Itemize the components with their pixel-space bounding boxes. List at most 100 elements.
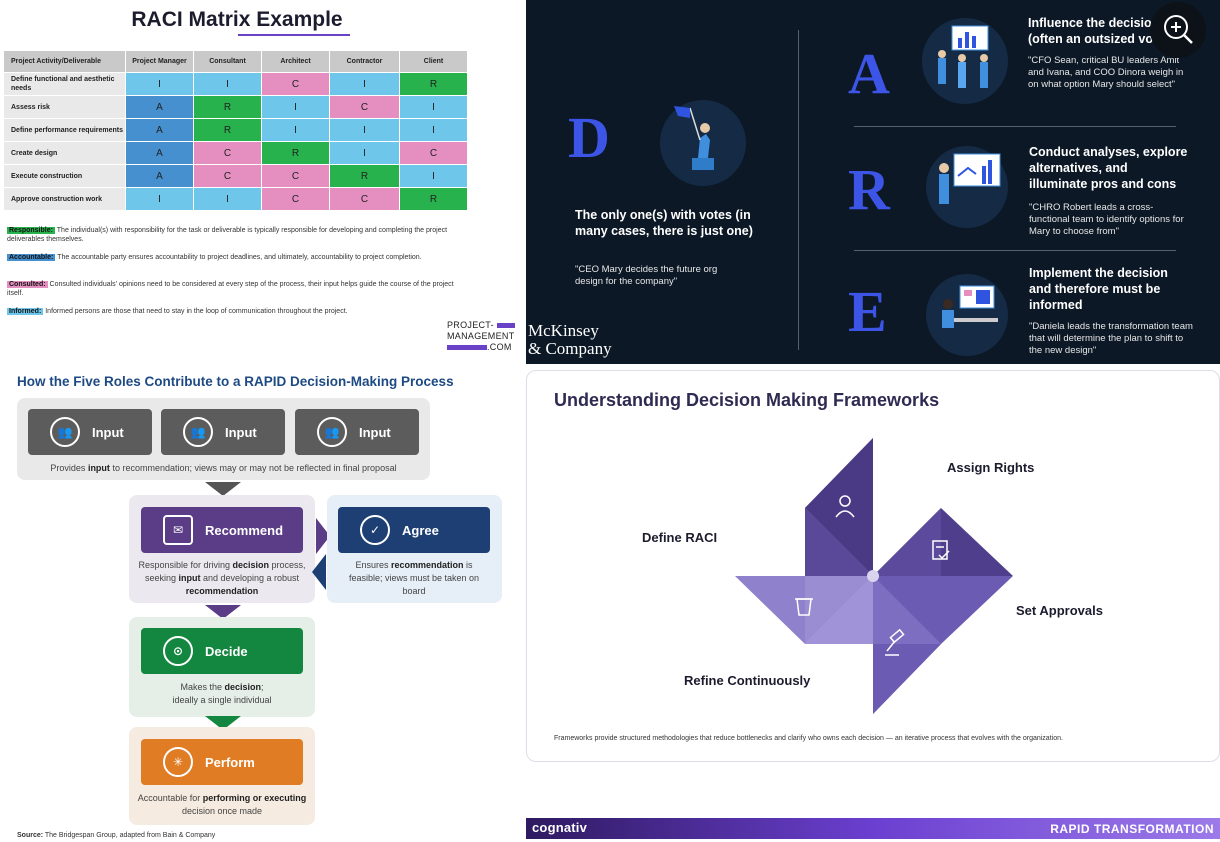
raci-cell: C: [329, 187, 400, 211]
label-set-approvals: Set Approvals: [1016, 603, 1103, 618]
raci-col-header: Client: [399, 50, 468, 73]
input-box-1: 👥 Input: [28, 409, 152, 455]
frameworks-title: Understanding Decision Making Frameworks: [554, 390, 940, 410]
rapid-source: Source: The Bridgespan Group, adapted fr…: [17, 832, 216, 839]
recommend-box: ✉ Recommend: [141, 507, 303, 553]
cup-icon: [795, 598, 813, 616]
divider-vertical: [798, 30, 799, 350]
recommend-description: Responsible for driving decision process…: [138, 560, 306, 596]
raci-cell: C: [399, 141, 468, 165]
raci-activity: Define functional and aesthetic needs: [3, 72, 126, 96]
agree-description: Ensures recommendation is feasible; view…: [348, 560, 480, 596]
raci-cell: I: [261, 118, 330, 142]
input-label-3: Input: [359, 424, 391, 440]
input-description: Provides input to recommendation; views …: [50, 463, 397, 473]
legend-text: The accountable party ensures accountabi…: [57, 254, 422, 261]
pinwheel-diagram: [735, 438, 1013, 714]
raci-cell: A: [125, 141, 194, 165]
raci-cell: I: [125, 187, 194, 211]
raci-cell: I: [399, 118, 468, 142]
raci-cell: R: [399, 187, 468, 211]
agree-box: ✓ Agree: [338, 507, 490, 553]
raci-legend-item: Consulted: Consulted individuals' opinio…: [7, 280, 467, 298]
raci-cell: R: [261, 141, 330, 165]
advisors-group-icon: [922, 18, 1008, 104]
people-table-icon: 👥: [50, 417, 80, 447]
rapid-title: How the Five Roles Contribute to a RAPID…: [17, 374, 454, 389]
raci-cell: C: [261, 72, 330, 96]
blade-bottom-inner: [873, 576, 941, 644]
decide-label: Decide: [205, 643, 248, 659]
label-assign-rights: Assign Rights: [947, 460, 1035, 475]
analyst-icon: [926, 146, 1008, 228]
raci-cell: I: [125, 72, 194, 96]
location-pin-icon: ⊙: [163, 636, 193, 666]
letter-d: D: [568, 105, 610, 170]
raci-cell: I: [193, 187, 262, 211]
zoom-in-button[interactable]: [1150, 2, 1206, 58]
perform-box: ✳ Perform: [141, 739, 303, 785]
cognativ-logo: cognativ: [532, 820, 588, 835]
raci-cell: R: [329, 164, 400, 188]
e-heading: Implement the decision and therefore mus…: [1029, 266, 1168, 312]
logo-line3: .COM: [487, 342, 512, 352]
decider-figure-icon: [660, 100, 746, 186]
logo-line1: PROJECT-: [447, 320, 494, 330]
d-quote: "CEO Mary decides the future org design …: [575, 264, 718, 287]
raci-legend-item: Accountable: The accountable party ensur…: [7, 253, 467, 262]
raci-activity: Assess risk: [3, 95, 126, 119]
mckinsey-line2: & Company: [528, 339, 612, 358]
project-management-logo: PROJECT- MANAGEMENT .COM: [447, 320, 515, 353]
blade-right-inner: [873, 508, 941, 576]
raci-activity: Create design: [3, 141, 126, 165]
raci-cell: I: [193, 72, 262, 96]
raci-cell: R: [193, 118, 262, 142]
people-table-icon: 👥: [317, 417, 347, 447]
envelope-icon: ✉: [163, 515, 193, 545]
legend-text: Informed persons are those that need to …: [45, 308, 348, 315]
legend-text: Consulted individuals' opinions need to …: [7, 281, 454, 297]
raci-cell: I: [261, 95, 330, 119]
decide-description: Makes the decision;ideally a single indi…: [172, 682, 272, 705]
network-icon: ✳: [163, 747, 193, 777]
raci-col-header: Project Activity/Deliverable: [3, 50, 126, 73]
legend-text: The individual(s) with responsibility fo…: [7, 227, 448, 243]
input-box-3: 👥 Input: [295, 409, 419, 455]
arrow-input-to-recommend: [205, 482, 241, 496]
perform-label: Perform: [205, 754, 255, 770]
cognativ-footer-bar: cognativ RAPID TRANSFORMATION: [526, 818, 1220, 839]
people-table-icon: 👥: [183, 417, 213, 447]
rapid-transformation-label: RAPID TRANSFORMATION: [1050, 822, 1214, 836]
raci-cell: A: [125, 164, 194, 188]
pinwheel-center: [867, 570, 879, 582]
frameworks-panel: Understanding Decision Making Frameworks: [526, 370, 1220, 762]
raci-legend-item: Responsible: The individual(s) with resp…: [7, 226, 467, 244]
raci-cell: C: [329, 95, 400, 119]
blade-right-lower: [873, 576, 1013, 644]
arrow-decide-to-perform: [205, 716, 241, 730]
legend-tag: Responsible:: [7, 227, 55, 234]
e-quote: "Daniela leads the transformation team t…: [1029, 321, 1193, 356]
raci-col-header: Contractor: [329, 50, 400, 73]
raci-cell: R: [399, 72, 468, 96]
a-heading: Influence the decision (often an outsize…: [1028, 16, 1175, 46]
executor-desk-icon: [926, 274, 1008, 356]
raci-cell: I: [329, 72, 400, 96]
raci-cell: I: [399, 164, 468, 188]
raci-cell: C: [261, 187, 330, 211]
mckinsey-line1: McKinsey: [528, 321, 599, 340]
person-icon: [835, 495, 855, 518]
letter-a: A: [848, 41, 890, 106]
label-refine-continuously: Refine Continuously: [684, 673, 811, 688]
input-label-2: Input: [225, 424, 257, 440]
raci-legend-item: Informed: Informed persons are those tha…: [7, 307, 467, 316]
arrow-agree-to-recommend: [312, 554, 326, 590]
